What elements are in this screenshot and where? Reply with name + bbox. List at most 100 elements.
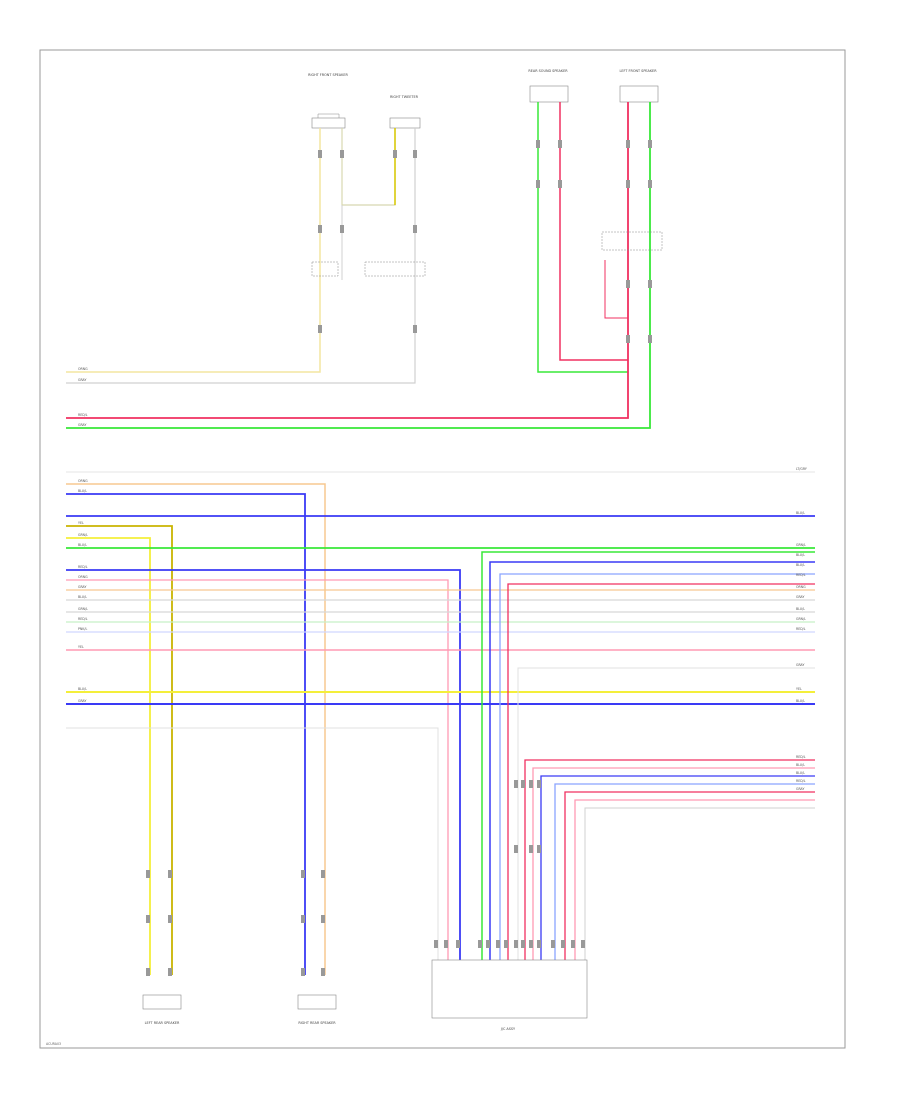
connector-pin <box>514 845 518 853</box>
right-wire-label: BLU/L <box>796 699 805 703</box>
component-rear-sound-speaker: REAR SOUND SPEAKER <box>528 69 569 103</box>
component-right-front-speaker: RIGHT FRONT SPEAKER <box>308 73 348 129</box>
wire-red-lower-2 <box>564 791 815 960</box>
connector-pin <box>529 780 533 788</box>
wire-red-lower <box>524 759 815 960</box>
wire-yellow-dark-left-rear <box>66 525 173 975</box>
rear-sound-speaker-label: REAR SOUND SPEAKER <box>528 69 568 73</box>
wire-light-blue-lower <box>554 783 815 960</box>
component-right-tweeter: RIGHT TWEETER <box>389 95 421 129</box>
right-wire-label: GRAY <box>796 595 804 599</box>
wire-light-blue-junction <box>499 573 815 960</box>
connector-pin <box>146 870 150 878</box>
right-wire-label: GRN/L <box>796 543 806 547</box>
left-wire-label: ORNG <box>78 479 88 483</box>
wire-gray-junction-2 <box>517 667 815 960</box>
right-wire-label: BLU/L <box>796 553 805 557</box>
right-rear-speaker-label: RIGHT REAR SPEAKER <box>298 1021 336 1025</box>
left-wire-label: RED/L <box>78 565 88 569</box>
right-wire-label: ORNG <box>796 585 806 589</box>
left-wire-label: YEL <box>78 645 84 649</box>
right-wire-label: RED/L <box>796 573 806 577</box>
wire-yellow-left-rear <box>66 537 151 975</box>
harness-lines <box>66 471 815 976</box>
connector-pin <box>168 915 172 923</box>
connector-pin <box>434 940 438 948</box>
connector-pin <box>168 968 172 976</box>
left-wire-label: RED/L <box>78 617 88 621</box>
left-wire-label: BLU/L <box>78 687 87 691</box>
connector-pin <box>146 915 150 923</box>
left-wire-label: BLU/L <box>78 489 87 493</box>
left-wire-label: PNK/L <box>78 627 87 631</box>
component-left-rear-speaker: LEFT REAR SPEAKER <box>142 994 182 1025</box>
right-wire-label: GRN/L <box>796 617 806 621</box>
left-wire-label: GRAY <box>78 699 86 703</box>
connector-pin <box>301 870 305 878</box>
right-wire-label: RED/L <box>796 779 806 783</box>
right-wire-label: BLU/L <box>796 563 805 567</box>
left-wire-labels: ORNG GRAY RED/L GRAY ORNG BLU/L YEL GRN/L BLU/L R… <box>78 367 88 703</box>
connector-pin <box>301 968 305 976</box>
connector-pin <box>529 940 533 948</box>
right-wire-label: BLU/L <box>796 511 805 515</box>
connector-pin <box>456 940 460 948</box>
left-wire-label: GRAY <box>78 585 86 589</box>
left-front-speaker-label: LEFT FRONT SPEAKER <box>619 69 657 73</box>
right-wire-label: RED/L <box>796 755 806 759</box>
connector-pin <box>537 780 541 788</box>
right-wire-label: BLU/L <box>796 763 805 767</box>
connector-pin <box>321 915 325 923</box>
connector-pin <box>537 940 541 948</box>
wire-pink-lower-2 <box>574 799 815 960</box>
wire-gray-junction <box>66 727 439 960</box>
right-wire-labels: LT/GRY BLU/L GRN/L BLU/L BLU/L RED/L ORNG GRAY B… <box>796 467 807 791</box>
connector-pin <box>514 940 518 948</box>
left-wire-label: YEL <box>78 521 84 525</box>
left-wire-label: ORNG <box>78 575 88 579</box>
component-junction-connector: J/C ASSY <box>431 959 588 1031</box>
footer-code: ACURA03 <box>46 1042 61 1046</box>
wire-green-junction <box>481 551 815 960</box>
connector-pin <box>529 845 533 853</box>
junction-connector-label: J/C ASSY <box>500 1027 516 1031</box>
wire-blue-lower <box>540 775 815 960</box>
right-front-speaker-label: RIGHT FRONT SPEAKER <box>308 73 348 77</box>
connector-pin <box>168 870 172 878</box>
connector-pin <box>561 940 565 948</box>
left-wire-label: ORNG <box>78 367 88 371</box>
diagram-frame <box>39 49 846 1049</box>
connector-pin <box>444 940 448 948</box>
left-wire-label: RED/L <box>78 413 88 417</box>
connector-pin <box>146 968 150 976</box>
connector-pin <box>321 968 325 976</box>
wire-gray-lower <box>584 807 815 960</box>
right-wire-label: RED/L <box>796 627 806 631</box>
left-wire-label: GRAY <box>78 378 86 382</box>
right-wire-label: BLU/L <box>796 771 805 775</box>
component-left-front-speaker: LEFT FRONT SPEAKER <box>619 69 659 103</box>
wire-blue-junction <box>66 569 461 960</box>
connector-pin <box>521 780 525 788</box>
connector-pin <box>478 940 482 948</box>
left-wire-label: GRN/L <box>78 607 88 611</box>
connector-pin <box>551 940 555 948</box>
wire-pink-lower <box>532 767 815 960</box>
wire-orange-right-rear <box>66 483 326 975</box>
left-wire-label: BLU/L <box>78 595 87 599</box>
connector-pin <box>321 870 325 878</box>
connector-pin <box>301 915 305 923</box>
component-right-rear-speaker: RIGHT REAR SPEAKER <box>297 994 337 1025</box>
connector-pin <box>504 940 508 948</box>
wire-pink-junction <box>66 579 449 960</box>
connector-pin <box>496 940 500 948</box>
right-wire-label: BLU/L <box>796 607 805 611</box>
wire-blue-junction-2 <box>489 561 815 960</box>
right-wire-label: LT/GRY <box>796 467 807 471</box>
right-wire-label: YEL <box>796 687 802 691</box>
left-wire-label: GRN/L <box>78 533 88 537</box>
top-section: RIGHT FRONT SPEAKER RIGHT TWEETER REAR S… <box>66 69 663 429</box>
wire-blue-right-rear <box>66 493 306 975</box>
